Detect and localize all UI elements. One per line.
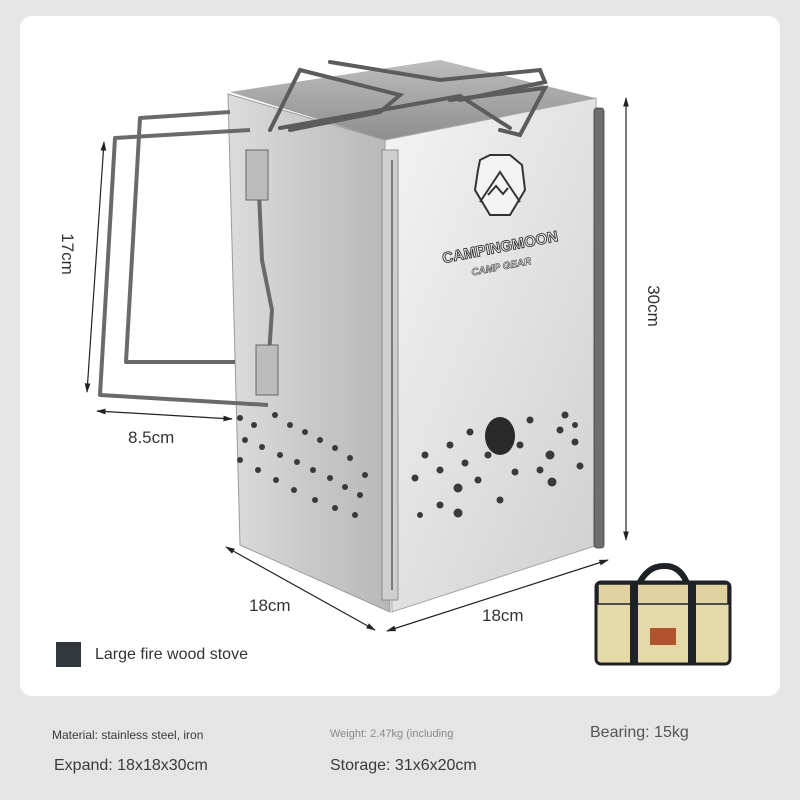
dim-label-width-left: 18cm bbox=[249, 596, 291, 615]
vent-holes-left bbox=[237, 412, 368, 518]
dim-label-handle-depth: 8.5cm bbox=[128, 428, 175, 447]
spec-material: Material: stainless steel, iron bbox=[52, 728, 204, 742]
edge-hinge bbox=[593, 107, 605, 549]
dim-arrow-width-left bbox=[225, 546, 376, 631]
spec-expand: Expand: 18x18x30cm bbox=[54, 757, 208, 774]
stove-illustration: CAMPINGMOON CAMP GEAR bbox=[84, 60, 732, 666]
dim-label-handle-height: 17cm bbox=[57, 233, 77, 275]
campingmoon-logo bbox=[473, 154, 527, 216]
dim-arrow-width-right bbox=[386, 559, 609, 632]
dim-label-width-right: 18cm bbox=[482, 606, 524, 625]
corner-hinge bbox=[381, 149, 399, 601]
legend-swatch bbox=[56, 642, 81, 667]
dim-arrow-handle-height bbox=[84, 141, 107, 393]
legend-label: Large fire wood stove bbox=[95, 645, 248, 663]
dim-label-height: 30cm bbox=[643, 285, 663, 327]
vent-holes-right bbox=[411, 411, 584, 518]
side-handle bbox=[98, 110, 274, 407]
spec-bearing: Bearing: 15kg bbox=[590, 724, 689, 741]
legend: Large fire wood stove bbox=[56, 642, 248, 667]
storage-bag-image bbox=[594, 563, 732, 666]
product-card: CAMPINGMOON CAMP GEAR bbox=[20, 16, 780, 696]
pot-support-grill bbox=[268, 60, 549, 138]
air-vent bbox=[485, 417, 515, 455]
spec-weight: Weight: 2.47kg (including bbox=[330, 728, 454, 740]
spec-storage: Storage: 31x6x20cm bbox=[330, 757, 477, 774]
dim-arrow-handle-depth bbox=[96, 408, 233, 422]
